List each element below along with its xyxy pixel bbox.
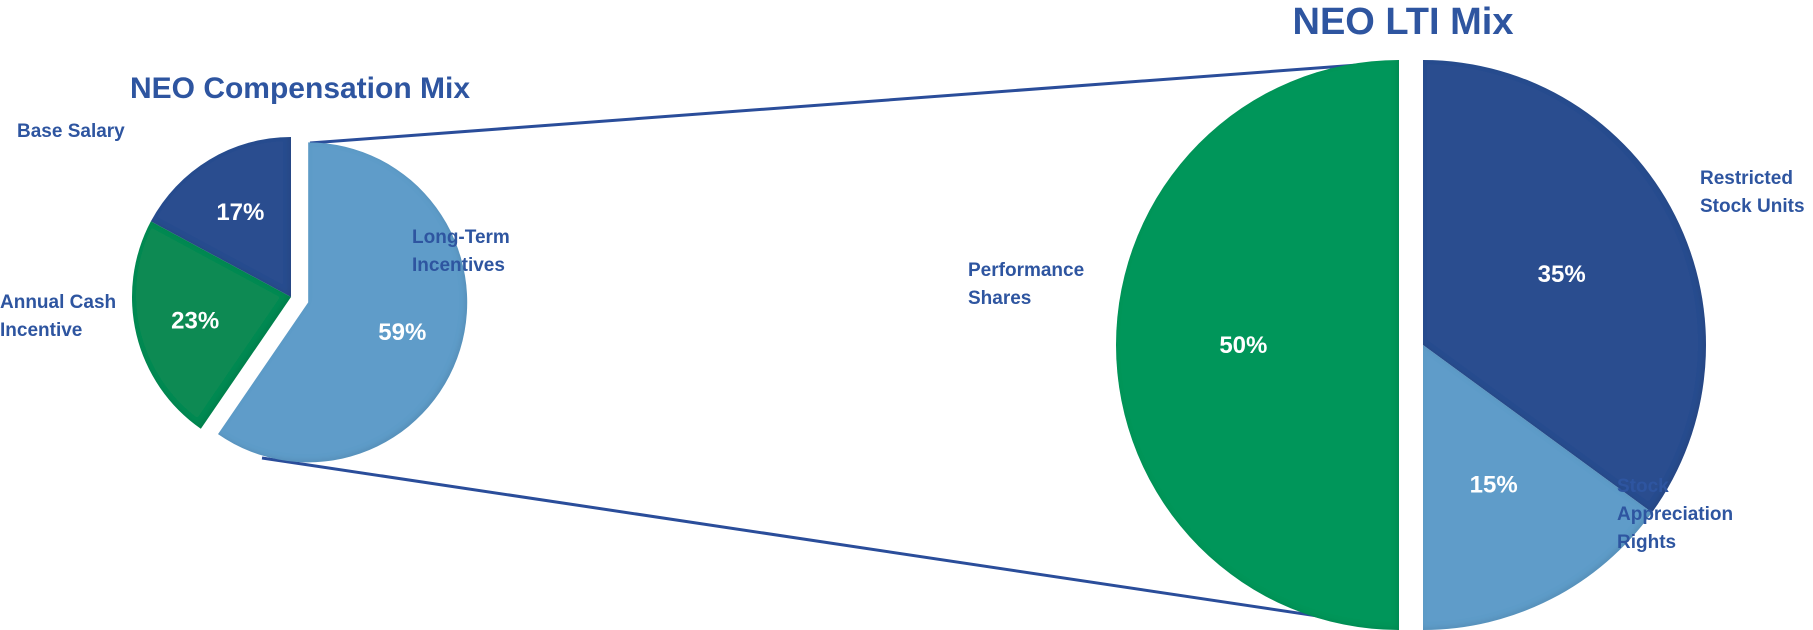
lti-mix-pie [1116, 60, 1707, 630]
category-label-line: Performance [968, 260, 1084, 281]
category-label-line: Incentive [0, 320, 82, 341]
category-label-line: Incentives [412, 255, 505, 276]
lti-mix-title: NEO LTI Mix [1293, 1, 1514, 43]
category-label-line: Restricted [1700, 168, 1793, 189]
value-label-stock-appreciation-rights: 15% [1470, 472, 1518, 499]
value-label-long-term-incentives: 59% [378, 319, 426, 346]
category-label-line: Long-Term [412, 227, 510, 248]
category-label-line: Shares [968, 288, 1031, 309]
value-label-annual-cash-incentive: 23% [171, 307, 219, 334]
pie-slice-annual-cash-incentive [131, 221, 291, 429]
pie-slice-stock-appreciation-rights [1423, 345, 1652, 630]
zoom-connector-lines [261, 60, 1399, 630]
connector-line-top [309, 60, 1399, 145]
pie-slice-base-salary [150, 137, 291, 297]
category-label-line: Annual Cash [0, 292, 116, 313]
category-label-base-salary: Base Salary [17, 121, 125, 142]
category-label-line: Appreciation [1617, 504, 1733, 525]
category-label-line: Rights [1617, 532, 1676, 553]
pie-slice-long-term-incentives [218, 142, 468, 463]
pie-slice-performance-shares [1116, 60, 1399, 630]
category-label-line: Base Salary [17, 121, 125, 142]
category-label-line: Stock [1617, 476, 1669, 497]
connector-line-bottom [261, 456, 1399, 630]
compensation-mix-title: NEO Compensation Mix [130, 72, 470, 105]
value-label-base-salary: 17% [216, 199, 264, 226]
value-label-restricted-stock-units: 35% [1538, 261, 1586, 288]
category-label-line: Stock Units [1700, 196, 1805, 217]
value-label-performance-shares: 50% [1219, 332, 1267, 359]
compensation-mix-pie [131, 137, 468, 463]
pie-slice-restricted-stock-units [1423, 60, 1707, 513]
